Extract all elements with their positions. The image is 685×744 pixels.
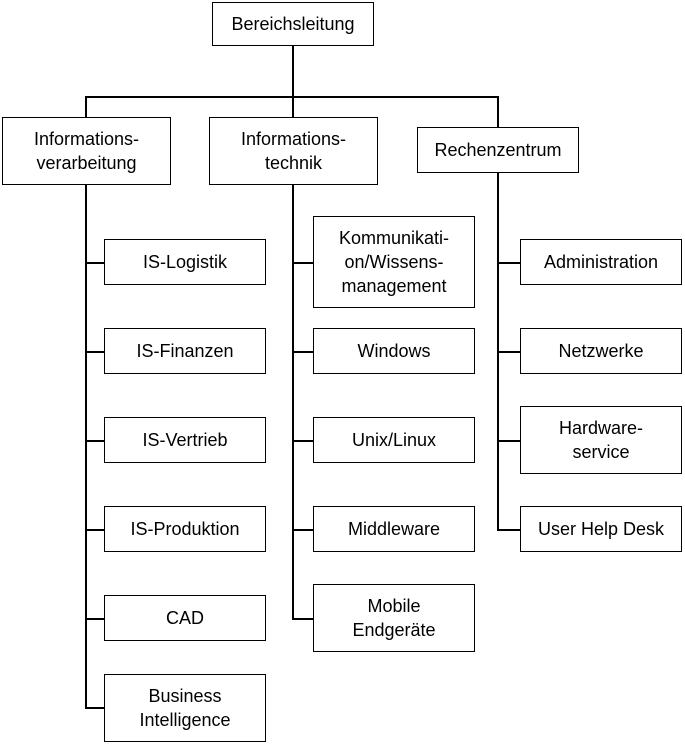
unit-box-business-intelligence: Business Intelligence bbox=[104, 674, 266, 742]
branch-line bbox=[85, 618, 105, 620]
unit-box-unix-linux: Unix/Linux bbox=[313, 417, 475, 463]
branch-line bbox=[292, 440, 314, 442]
branch-line bbox=[497, 351, 521, 353]
branch-line bbox=[85, 707, 105, 709]
spine-informationsverarbeitung bbox=[85, 185, 87, 708]
branch-line bbox=[292, 262, 314, 264]
department-box-informationstechnik: Informations- technik bbox=[209, 117, 378, 185]
spine-informationstechnik bbox=[292, 185, 294, 619]
unit-box-is-logistik: IS-Logistik bbox=[104, 239, 266, 285]
branch-line bbox=[85, 440, 105, 442]
unit-box-kommunikation-wissensmanagement: Kommunikati- on/Wissens- management bbox=[313, 216, 475, 308]
unit-box-windows: Windows bbox=[313, 328, 475, 374]
branch-line bbox=[497, 529, 521, 531]
dept-connector-2 bbox=[292, 96, 294, 118]
branch-line bbox=[292, 618, 314, 620]
branch-line bbox=[497, 262, 521, 264]
branch-line bbox=[85, 262, 105, 264]
unit-box-is-finanzen: IS-Finanzen bbox=[104, 328, 266, 374]
unit-box-hardware-service: Hardware- service bbox=[520, 406, 682, 474]
branch-line bbox=[85, 529, 105, 531]
unit-box-administration: Administration bbox=[520, 239, 682, 285]
department-box-rechenzentrum: Rechenzentrum bbox=[417, 127, 579, 173]
unit-box-netzwerke: Netzwerke bbox=[520, 328, 682, 374]
department-box-informationsverarbeitung: Informations- verarbeitung bbox=[2, 117, 171, 185]
branch-line bbox=[85, 351, 105, 353]
dept-connector-1 bbox=[85, 96, 87, 118]
dept-connector-3 bbox=[497, 96, 499, 128]
unit-box-user-help-desk: User Help Desk bbox=[520, 506, 682, 552]
branch-line bbox=[292, 529, 314, 531]
department-bus bbox=[85, 96, 498, 98]
branch-line bbox=[292, 351, 314, 353]
unit-box-mobile-endgeraete: Mobile Endgeräte bbox=[313, 584, 475, 652]
root-box: Bereichsleitung bbox=[212, 2, 374, 46]
unit-box-middleware: Middleware bbox=[313, 506, 475, 552]
branch-line bbox=[497, 440, 521, 442]
unit-box-cad: CAD bbox=[104, 595, 266, 641]
root-connector bbox=[292, 46, 294, 97]
unit-box-is-vertrieb: IS-Vertrieb bbox=[104, 417, 266, 463]
unit-box-is-produktion: IS-Produktion bbox=[104, 506, 266, 552]
